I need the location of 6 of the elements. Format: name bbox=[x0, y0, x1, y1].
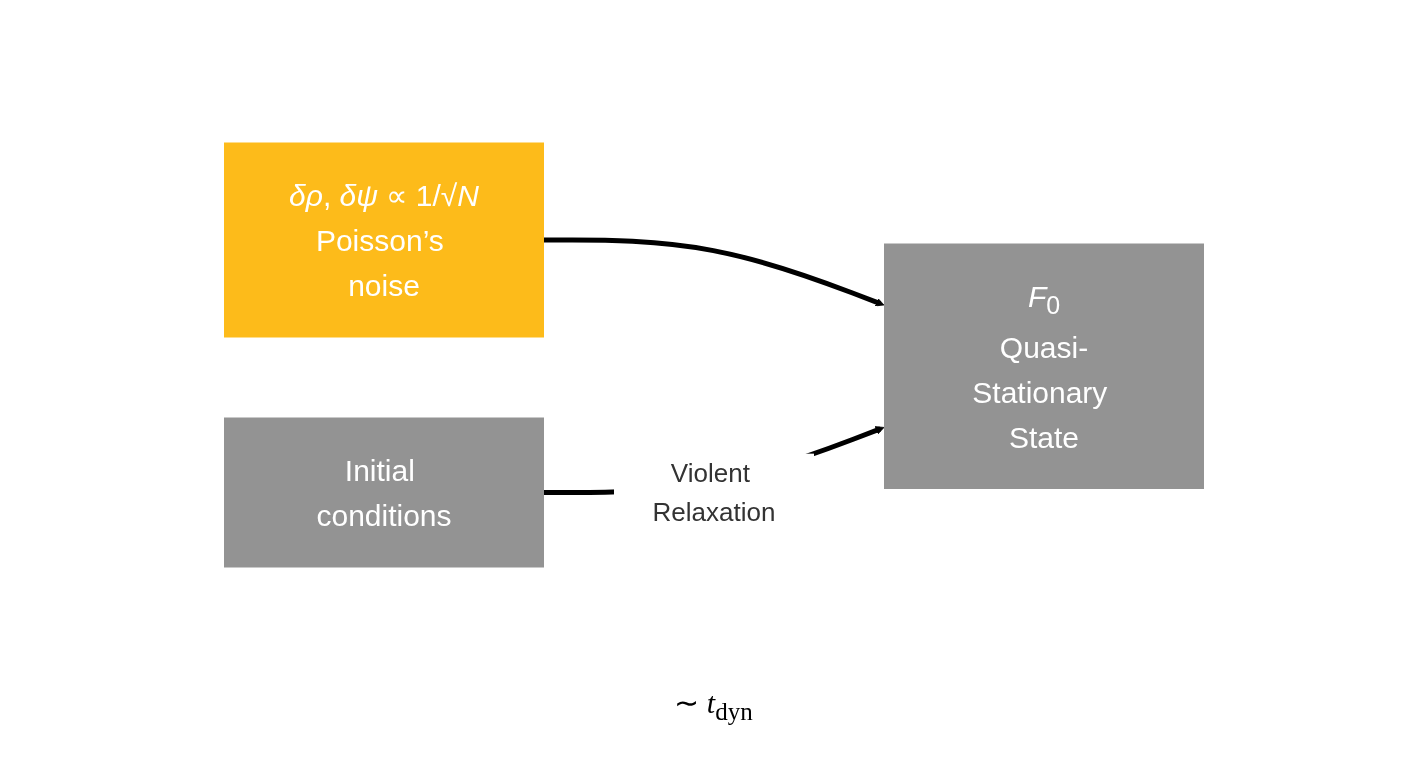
node-box: δρ, δψ ∝ 1/√N Poisson’s noise bbox=[223, 142, 544, 337]
node-box: F$_{0}$ Quasi-Stationary State bbox=[883, 243, 1204, 489]
note-text: ∼ t$_{dyn}$ bbox=[674, 684, 753, 726]
edge-label: Violent Relaxation bbox=[652, 457, 775, 526]
arrow bbox=[543, 237, 884, 306]
node-box: Initial conditions bbox=[223, 417, 544, 567]
